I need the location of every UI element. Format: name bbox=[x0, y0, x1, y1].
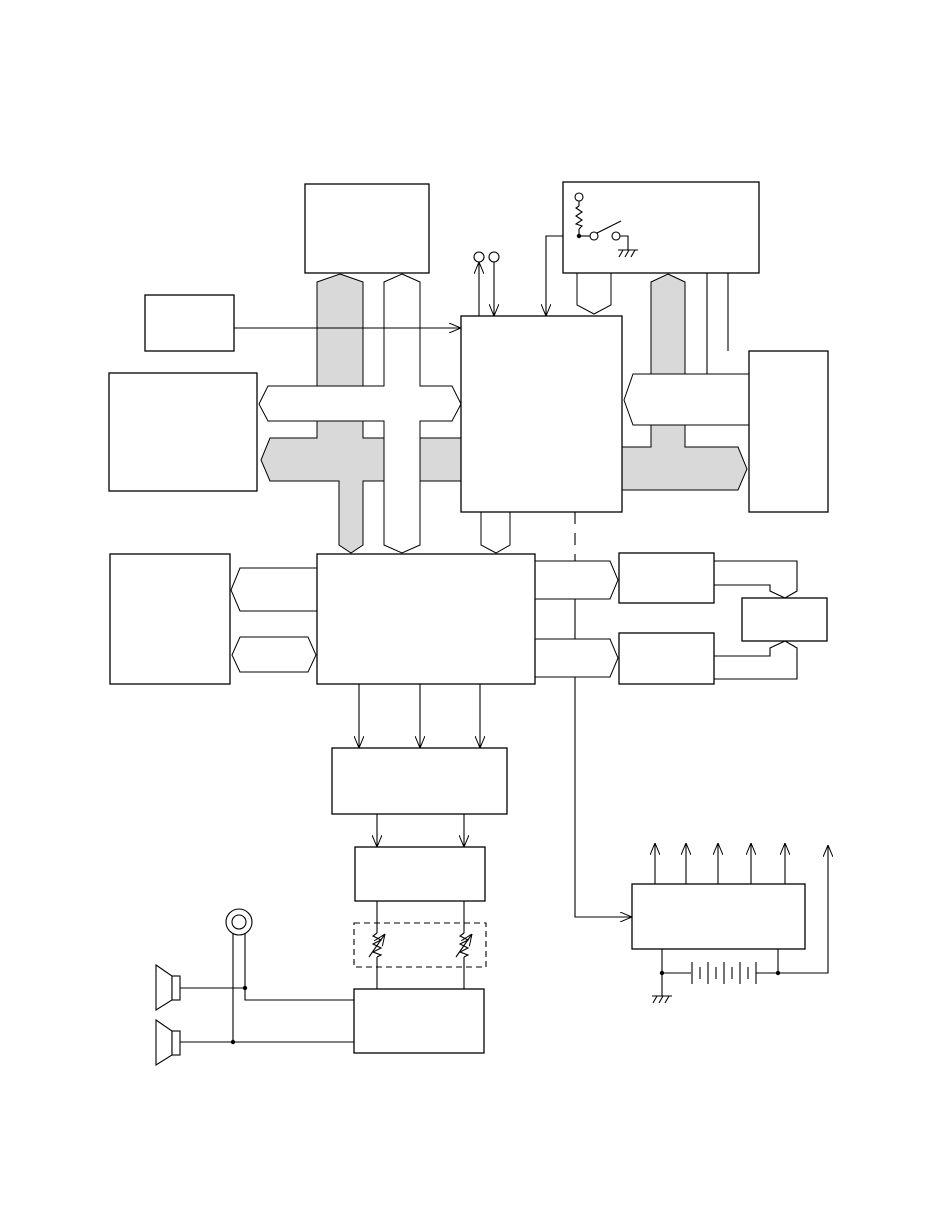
battery-icon bbox=[659, 949, 781, 996]
terminal-circle-icon bbox=[488, 251, 500, 263]
block-top-left bbox=[304, 183, 430, 274]
block-middle-center bbox=[316, 553, 536, 685]
block-right-tall bbox=[748, 350, 829, 513]
jack-wire-b bbox=[244, 933, 354, 1001]
ground-icon bbox=[618, 249, 638, 258]
block-cpu bbox=[460, 315, 623, 513]
battery-output-line bbox=[758, 845, 828, 974]
block-middle-left bbox=[109, 553, 231, 685]
white-bus-right bbox=[623, 373, 750, 426]
switch-icon bbox=[579, 220, 629, 250]
block-amplifier bbox=[354, 846, 486, 902]
block-right-upper bbox=[618, 552, 715, 604]
volume-control-dashed-box bbox=[353, 922, 487, 968]
block-left-large bbox=[108, 372, 258, 492]
bus-middle-to-right-a bbox=[535, 560, 619, 600]
block-switch-panel bbox=[562, 181, 760, 274]
bus-middle-to-left-a bbox=[230, 567, 317, 612]
bus-cpu-down bbox=[480, 512, 511, 554]
ground-icon bbox=[652, 995, 672, 1004]
block-small-left bbox=[144, 294, 235, 352]
block-audio-processor bbox=[331, 747, 508, 815]
block-right-lower bbox=[618, 632, 715, 685]
connector-lower-outer bbox=[714, 640, 798, 680]
block-power-supply bbox=[631, 883, 806, 950]
white-bus-cross-left bbox=[258, 273, 462, 554]
connector-lower-inner bbox=[714, 640, 786, 657]
variable-resistor-icon bbox=[455, 932, 472, 958]
speaker-icon bbox=[155, 963, 181, 1011]
variable-resistor-icon bbox=[368, 932, 385, 958]
headphone-jack-icon bbox=[225, 908, 253, 936]
terminal-circle-icon bbox=[473, 251, 485, 263]
junction-dot bbox=[242, 985, 248, 991]
signal-line-to-power-box bbox=[574, 558, 632, 917]
speaker-icon bbox=[155, 1018, 181, 1066]
bus-middle-to-left-b bbox=[231, 636, 317, 673]
connector-upper-outer bbox=[714, 560, 798, 599]
bus-middle-to-right-b bbox=[535, 638, 619, 678]
block-audio-output bbox=[353, 988, 485, 1054]
connector-upper-inner bbox=[714, 584, 786, 599]
bus-switch-box-down bbox=[576, 273, 612, 315]
block-far-right bbox=[741, 597, 828, 642]
junction-dot bbox=[230, 1039, 236, 1045]
terminal-circle-icon bbox=[574, 192, 584, 202]
